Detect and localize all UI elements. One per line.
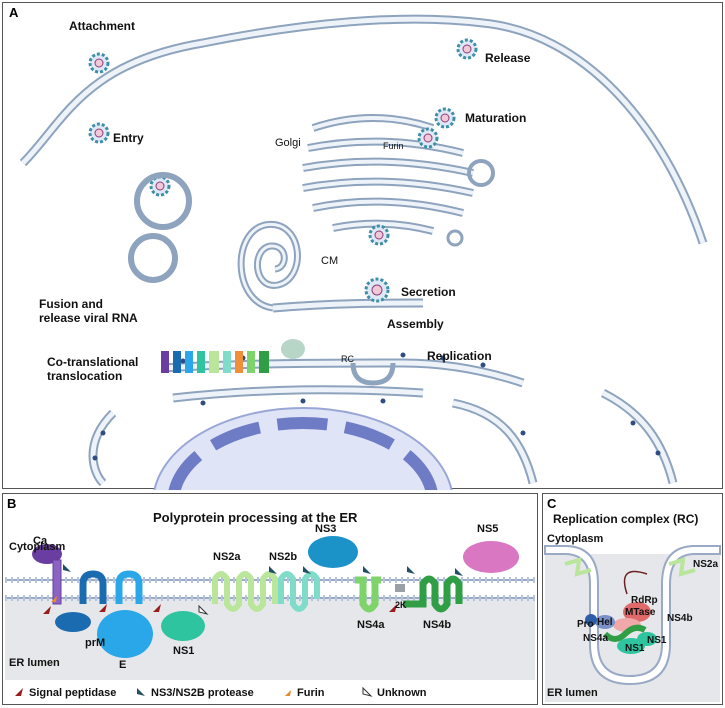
e-protein <box>97 610 153 658</box>
ns4a-protein <box>355 576 381 613</box>
virions <box>88 38 478 303</box>
c-ns4b-label: NS4b <box>667 613 693 624</box>
c-ns1-label-a: NS1 <box>625 643 645 654</box>
ns2a-left <box>564 557 592 577</box>
ca-anchor <box>52 559 62 605</box>
panel-b-label: B <box>7 496 17 511</box>
ns2b-label: NS2b <box>269 551 298 563</box>
c-er-lumen-label: ER lumen <box>547 687 598 699</box>
rdrp-domain <box>623 602 651 622</box>
ns5-protein <box>463 541 519 573</box>
nuclear-envelope <box>168 417 438 490</box>
pro-label: Pro <box>577 619 594 630</box>
panel-c-label: C <box>547 496 557 511</box>
panel-b: B Polyprotein processing at the ER Cytop… <box>2 493 538 705</box>
panel-b-drawing <box>5 536 535 697</box>
c-cytoplasm-label: Cytoplasm <box>547 533 604 545</box>
assembly-label: Assembly <box>387 317 444 331</box>
golgi <box>302 114 474 235</box>
panel-b-title: Polyprotein processing at the ER <box>153 510 358 525</box>
ca-label: Ca <box>33 535 48 547</box>
furin-arrow <box>51 596 57 602</box>
ns1-protein <box>161 611 205 641</box>
c-ns1-label-b: NS1 <box>647 635 667 646</box>
ns1-c2 <box>637 632 657 646</box>
ns4b-label: NS4b <box>423 619 452 631</box>
replication-label: Replication <box>427 349 492 363</box>
cotranslational-label: Co-translational translocation <box>47 355 139 383</box>
legend-unknown: Unknown <box>377 687 427 699</box>
prm-label: prM <box>85 637 106 649</box>
ns5-label: NS5 <box>477 523 499 535</box>
entry-label: Entry <box>113 131 144 145</box>
ns4b-protein <box>403 575 463 613</box>
legend-signal-icon <box>15 688 23 696</box>
legend-furin-icon <box>285 690 291 696</box>
polyprotein-strip <box>161 339 305 373</box>
panel-c-drawing <box>544 545 721 702</box>
2k-label: 2K <box>395 600 407 610</box>
panel-a-label: A <box>9 5 19 20</box>
pro-domain <box>585 614 597 626</box>
ns3-protease-arrows <box>63 564 463 576</box>
legend-signal: Signal peptidase <box>29 687 117 699</box>
panel-a: A Attachment Release Maturation Entry Go… <box>2 2 723 490</box>
cm-label: CM <box>321 255 339 267</box>
c-ns4a-label: NS4a <box>583 633 609 644</box>
furin-label: Furin <box>383 141 404 151</box>
legend-unknown-icon <box>362 686 373 697</box>
golgi-label: Golgi <box>275 137 301 149</box>
endosome <box>134 172 192 230</box>
ns3-protein <box>308 536 358 568</box>
er-lumen-area <box>5 598 535 680</box>
panel-c-title: Replication complex (RC) <box>553 512 699 526</box>
prm-protein <box>55 612 91 632</box>
legend-ns3-icon <box>137 688 145 696</box>
e-label: E <box>119 659 127 671</box>
ca-protein <box>32 544 62 564</box>
signal-peptidase-arrows <box>43 604 397 614</box>
cytoplasm-label: Cytoplasm <box>9 541 66 553</box>
attachment-label: Attachment <box>69 19 136 33</box>
endosome-fusion <box>128 233 178 283</box>
er-lumen-label: ER lumen <box>9 657 60 669</box>
ns2a-protein <box>212 571 278 612</box>
2k-peptide <box>395 584 405 592</box>
hel-label: Hel <box>597 617 613 628</box>
ns3-label: NS3 <box>315 523 337 535</box>
ns2a-right <box>668 557 696 577</box>
mtase-label: MTase <box>625 607 656 618</box>
secretion-label: Secretion <box>401 285 456 299</box>
ns4a-label: NS4a <box>357 619 385 631</box>
maturation-label: Maturation <box>465 111 527 125</box>
rc-membrane-invagination <box>544 545 721 686</box>
ns4b-c <box>602 624 647 642</box>
release-label: Release <box>485 51 531 65</box>
c-ns2a-label: NS2a <box>693 559 719 570</box>
legend-furin: Furin <box>297 687 325 699</box>
panel-c: C Replication complex (RC) Cytoplasm ER … <box>542 493 723 705</box>
rna-strand <box>623 570 648 595</box>
panel-a-drawing <box>19 14 708 490</box>
ns2a-label: NS2a <box>213 551 241 563</box>
nucleus <box>153 407 453 490</box>
hel-domain <box>595 615 615 629</box>
unknown-arrow <box>198 604 209 615</box>
rdrp-label: RdRp <box>631 595 658 606</box>
ns2b-protein <box>278 571 320 612</box>
legend-ns3: NS3/NS2B protease <box>151 687 254 699</box>
rc-label: RC <box>341 354 354 364</box>
ns1-label: NS1 <box>173 645 195 657</box>
fusion-label: Fusion and release viral RNA <box>39 297 138 325</box>
